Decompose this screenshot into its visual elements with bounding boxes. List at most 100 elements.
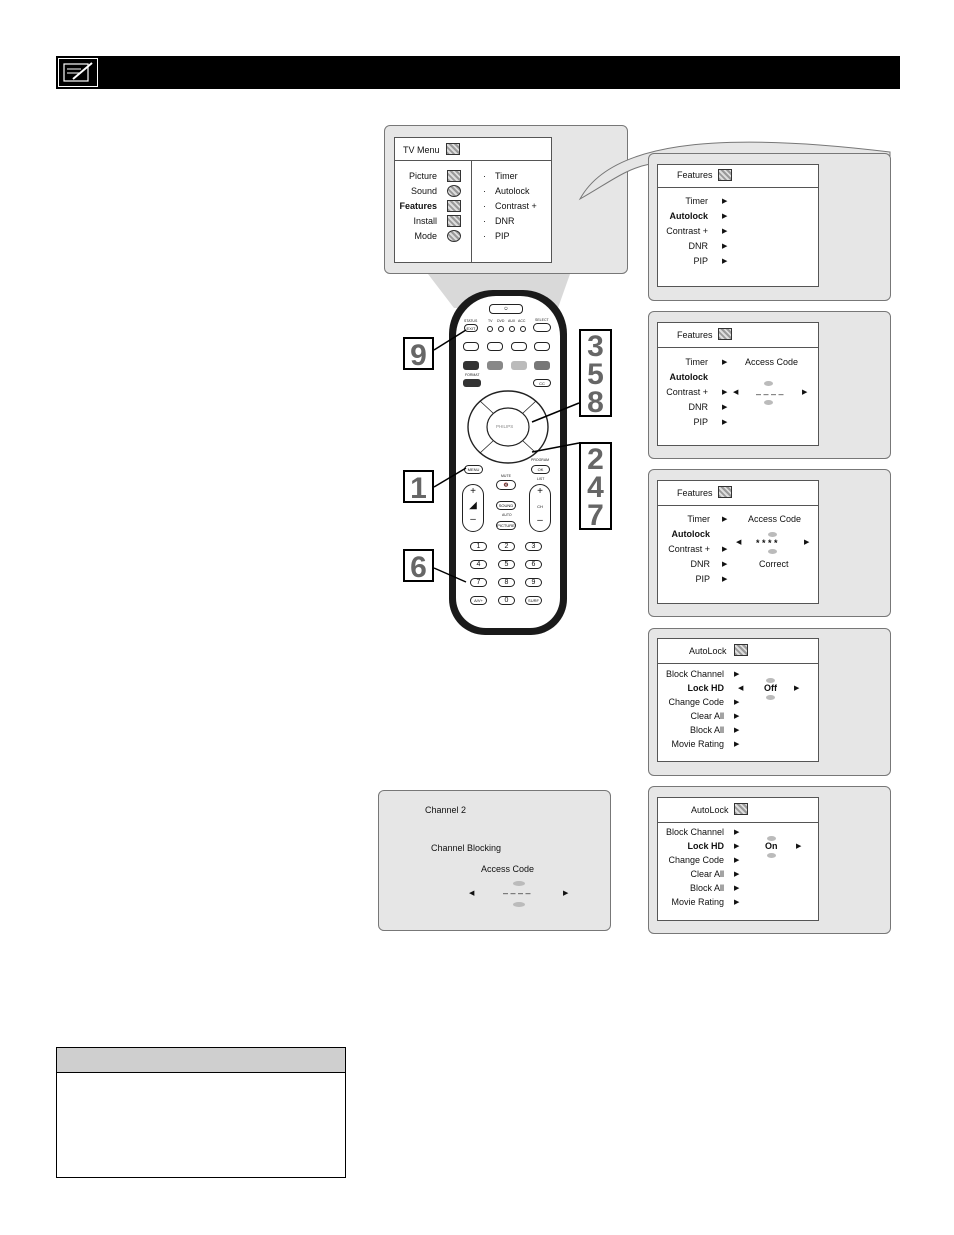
arrow-right-icon[interactable]: ▶: [563, 890, 569, 897]
submenu-dnr[interactable]: DNR: [495, 216, 515, 226]
arrow-left-icon[interactable]: ◀: [736, 539, 742, 546]
menu-item-mode[interactable]: Mode: [414, 231, 437, 241]
features-item-dnr[interactable]: DNR: [688, 402, 709, 412]
autolock-item-block-all[interactable]: Block All: [689, 883, 724, 893]
picture-button[interactable]: PICTURE: [496, 521, 516, 530]
submenu-pip[interactable]: PIP: [495, 231, 510, 241]
arrow-right-icon: ▶: [722, 389, 728, 396]
arrow-right-icon[interactable]: ▶: [794, 685, 800, 692]
arrow-left-icon[interactable]: ◀: [738, 685, 744, 692]
autolock-item-block-channel[interactable]: Block Channel: [665, 827, 724, 837]
autolock-item-change-code[interactable]: Change Code: [668, 697, 724, 707]
features-item-pip[interactable]: PIP: [695, 574, 710, 584]
autolock-item-movie-rating[interactable]: Movie Rating: [671, 739, 724, 749]
mute-label: MUTE: [501, 474, 511, 478]
stop-button[interactable]: [487, 361, 503, 370]
features-item-contrast[interactable]: Contrast +: [668, 544, 710, 554]
arrow-right-icon: ▶: [722, 404, 728, 411]
arrow-right-icon: ▶: [722, 243, 728, 250]
digit-9-button[interactable]: 9: [525, 578, 542, 587]
features-icon: [447, 200, 461, 212]
autolock-item-block-all[interactable]: Block All: [689, 725, 724, 735]
autolock-item-clear-all[interactable]: Clear All: [690, 869, 724, 879]
menu-item-features[interactable]: Features: [399, 201, 437, 211]
submenu-contrast[interactable]: Contrast +: [495, 201, 537, 211]
power-button[interactable]: ⏻: [489, 304, 523, 314]
digit-3-button[interactable]: 3: [525, 542, 542, 551]
play-button[interactable]: [511, 361, 527, 370]
arrow-right-icon[interactable]: ▶: [796, 843, 802, 850]
digit-8-button[interactable]: 8: [498, 578, 515, 587]
channel-rocker[interactable]: +CH–: [529, 484, 551, 532]
surf-button[interactable]: SURF: [525, 596, 542, 605]
mute-button[interactable]: 🔇: [496, 480, 516, 490]
tv-mode-button[interactable]: [487, 326, 493, 332]
features-item-dnr[interactable]: DNR: [688, 241, 709, 251]
autolock-item-lock-hd[interactable]: Lock HD: [687, 841, 724, 851]
digit-0-button[interactable]: 0: [498, 596, 515, 605]
arrow-right-icon[interactable]: ▶: [804, 539, 810, 546]
swap-button[interactable]: [511, 342, 527, 351]
channel-blocking-label: Channel Blocking: [431, 843, 502, 853]
features-item-timer[interactable]: Timer: [685, 196, 708, 206]
rewind-button[interactable]: [463, 361, 479, 370]
features-item-dnr[interactable]: DNR: [690, 559, 711, 569]
features-item-autolock[interactable]: Autolock: [669, 372, 708, 382]
features-item-timer[interactable]: Timer: [687, 514, 710, 524]
digit-5-button[interactable]: 5: [498, 560, 515, 569]
lock-hd-value-off: Off: [764, 683, 777, 693]
sound-button[interactable]: SOUND: [496, 501, 516, 510]
digit-label: 1: [476, 543, 481, 550]
status-exit-button[interactable]: EXIT: [464, 324, 478, 332]
av-button[interactable]: A/V+: [470, 596, 487, 605]
digit-1-button[interactable]: 1: [470, 542, 487, 551]
submenu-timer[interactable]: Timer: [495, 171, 518, 181]
autolock-icon: [734, 644, 748, 656]
mode-icon: [447, 230, 461, 242]
menu-item-sound[interactable]: Sound: [410, 186, 437, 196]
autolock-icon: [734, 803, 748, 815]
autolock-item-clear-all[interactable]: Clear All: [690, 711, 724, 721]
up-indicator: [768, 532, 777, 537]
features-item-pip[interactable]: PIP: [693, 417, 708, 427]
digit-6-button[interactable]: 6: [525, 560, 542, 569]
submenu-autolock[interactable]: Autolock: [495, 186, 530, 196]
menu-item-picture[interactable]: Picture: [408, 171, 437, 181]
features-item-autolock[interactable]: Autolock: [669, 211, 708, 221]
features-item-contrast[interactable]: Contrast +: [666, 387, 708, 397]
pip-button[interactable]: [463, 342, 479, 351]
autolock-item-change-code[interactable]: Change Code: [668, 855, 724, 865]
acc-mode-button[interactable]: [520, 326, 526, 332]
ok-button[interactable]: OK: [531, 465, 550, 474]
freeze-button[interactable]: [487, 342, 503, 351]
select-button[interactable]: [533, 323, 551, 332]
cc-button[interactable]: CC: [533, 379, 551, 387]
digit-4-button[interactable]: 4: [470, 560, 487, 569]
features-item-contrast[interactable]: Contrast +: [666, 226, 708, 236]
features-item-pip[interactable]: PIP: [693, 256, 708, 266]
features-item-timer[interactable]: Timer: [685, 357, 708, 367]
autolock-item-block-channel[interactable]: Block Channel: [665, 669, 724, 679]
arrow-left-icon[interactable]: ◀: [733, 389, 739, 396]
dvd-mode-button[interactable]: [498, 326, 504, 332]
autolock-item-movie-rating[interactable]: Movie Rating: [671, 897, 724, 907]
digit-2-button[interactable]: 2: [498, 542, 515, 551]
features-item-autolock[interactable]: Autolock: [671, 529, 710, 539]
autolock-item-lock-hd[interactable]: Lock HD: [687, 683, 724, 693]
arrow-right-icon: ▶: [722, 213, 728, 220]
arrow-left-icon[interactable]: ◀: [469, 890, 475, 897]
menu-item-install[interactable]: Install: [413, 216, 437, 226]
picture-icon: [447, 170, 461, 182]
digit-label: 2: [504, 543, 509, 550]
timer-button[interactable]: [534, 342, 550, 351]
format-button[interactable]: [463, 379, 481, 387]
navigation-ring[interactable]: [466, 389, 550, 465]
aux-mode-button[interactable]: [509, 326, 515, 332]
forward-button[interactable]: [534, 361, 550, 370]
up-indicator: [766, 678, 775, 683]
digit-7-button[interactable]: 7: [470, 578, 487, 587]
features-title: Features: [677, 330, 713, 340]
arrow-right-icon[interactable]: ▶: [802, 389, 808, 396]
features-title: Features: [677, 488, 713, 498]
volume-rocker[interactable]: +◢–: [462, 484, 484, 532]
